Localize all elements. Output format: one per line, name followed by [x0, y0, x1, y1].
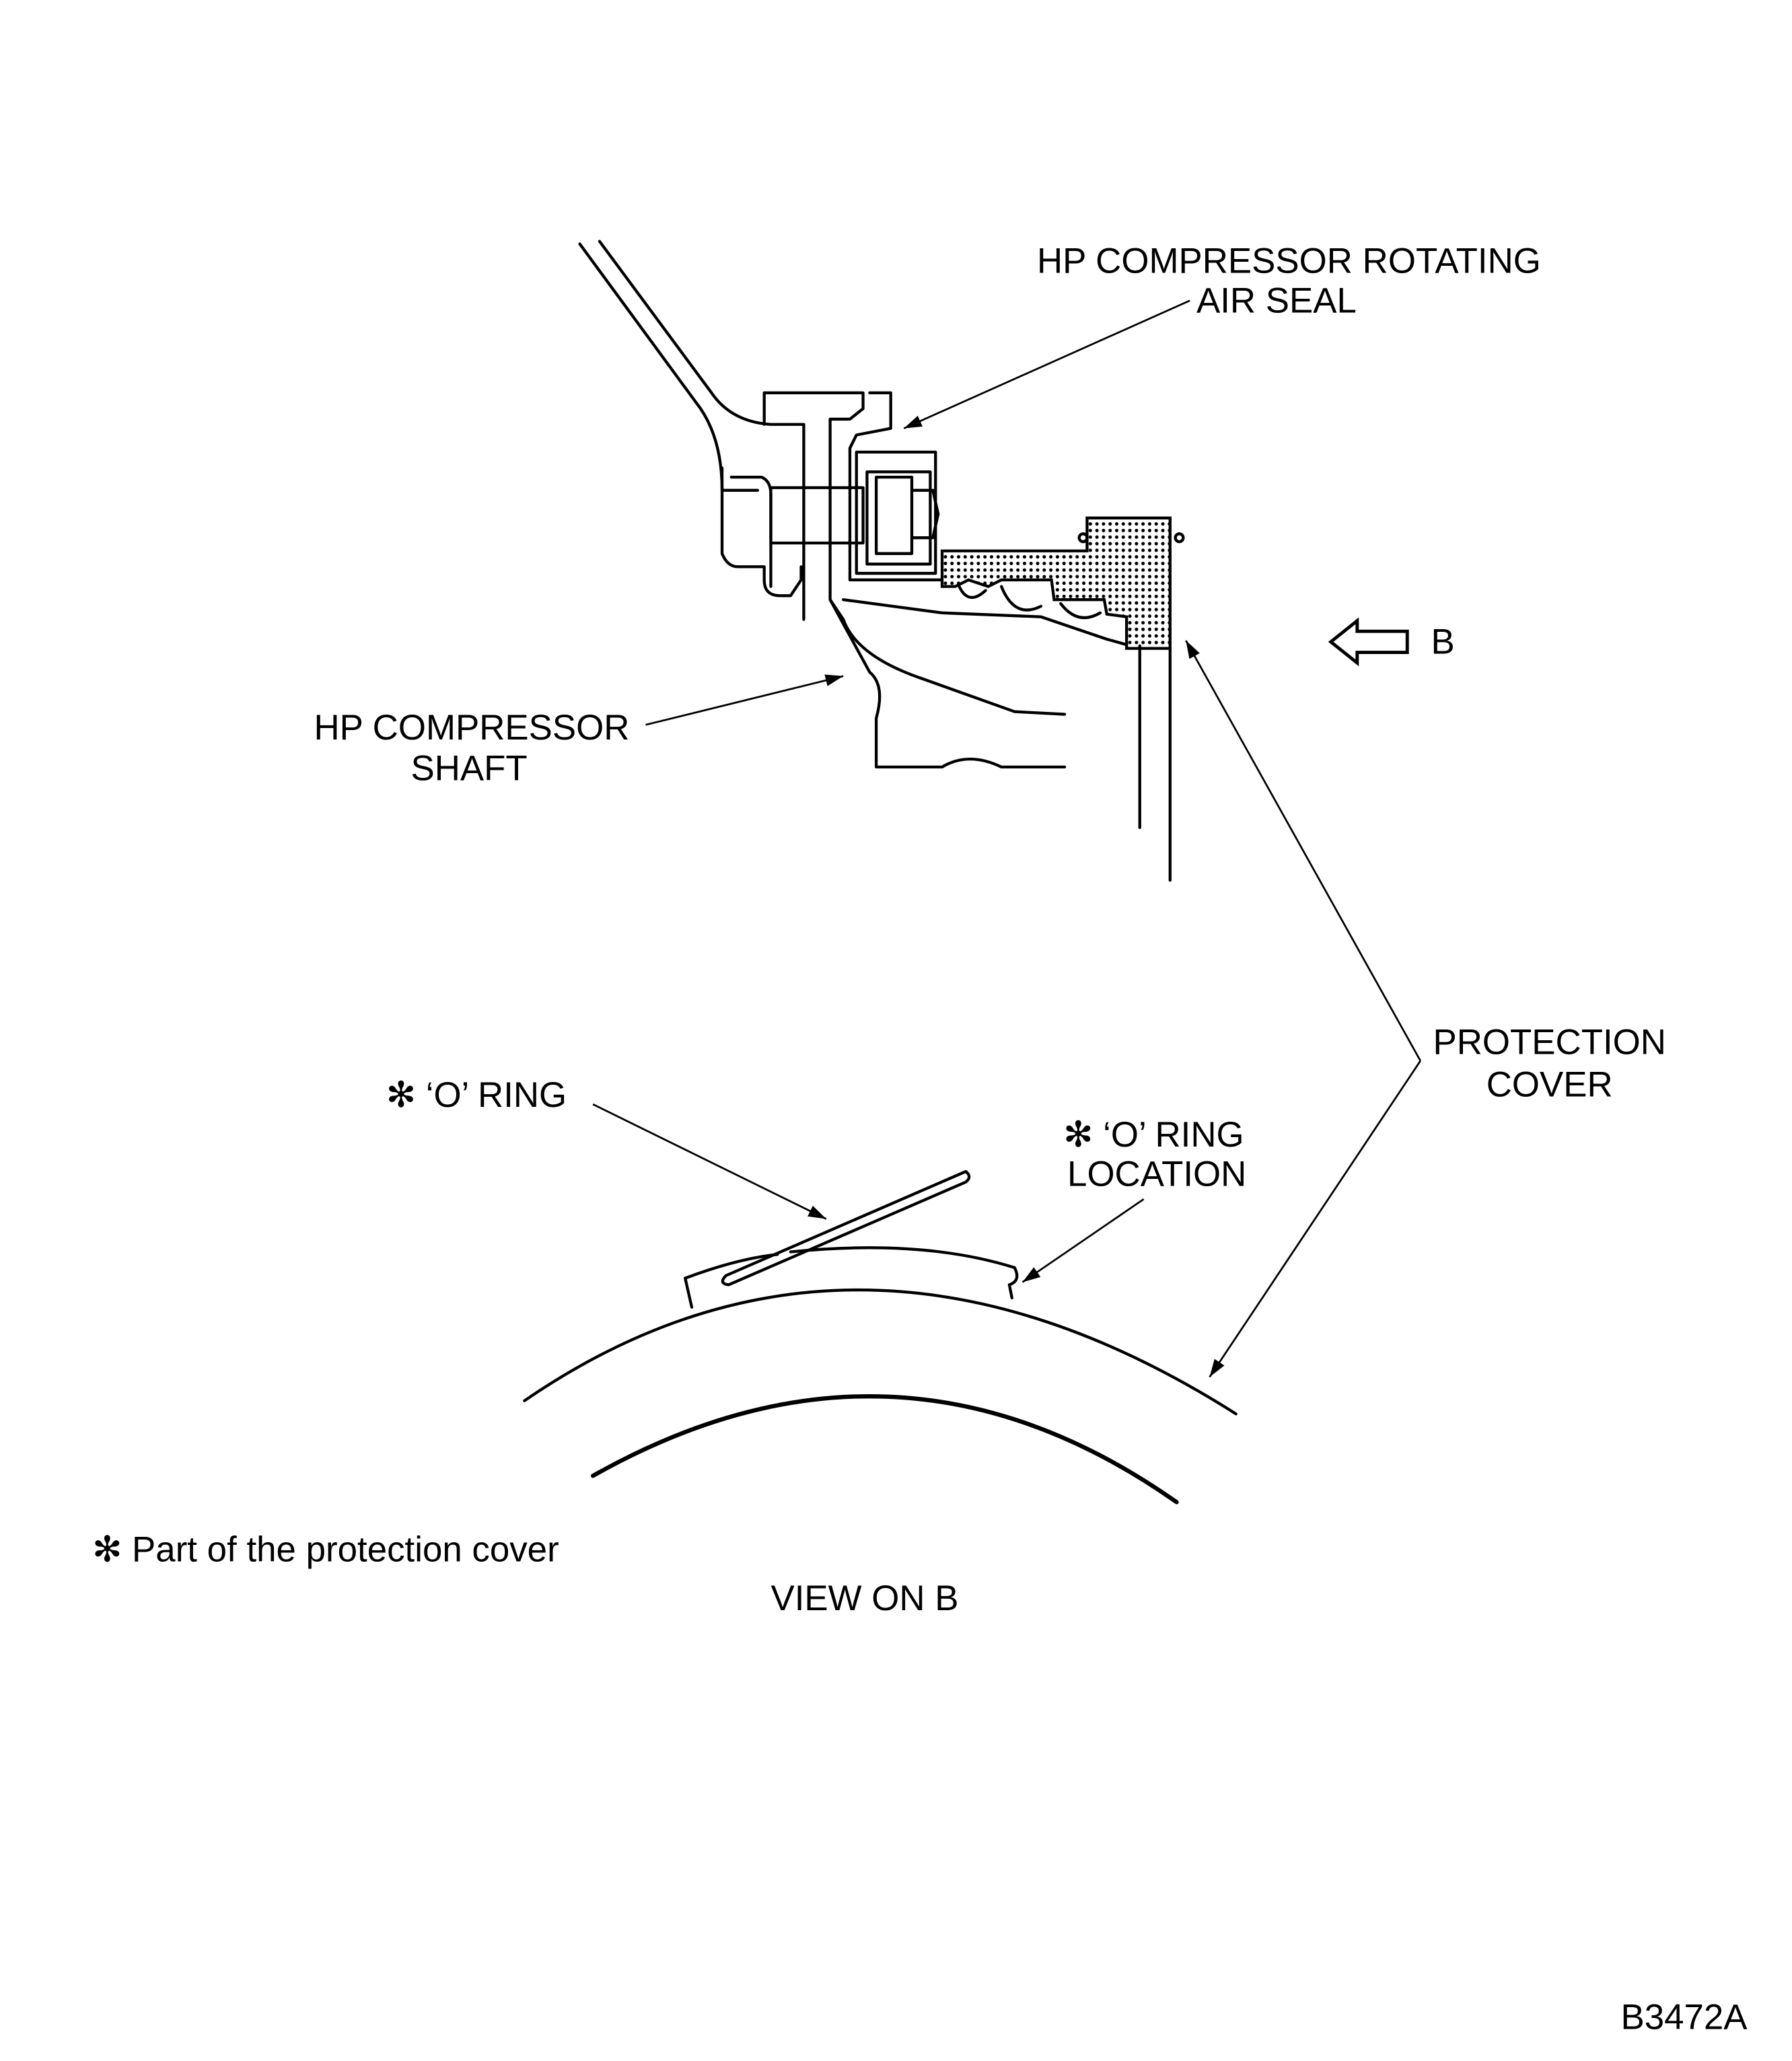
protection-cover-label-line1: PROTECTION: [1433, 1023, 1666, 1062]
air-seal-label-line1: HP COMPRESSOR ROTATING: [1037, 242, 1541, 281]
o-ring-location-label-line2: LOCATION: [1067, 1155, 1246, 1194]
o-ring-location-label-line1: ✻ ‘O’ RING: [1063, 1115, 1244, 1155]
air-seal-label-line2: AIR SEAL: [1196, 281, 1357, 320]
leader-lines: [592, 299, 1422, 1378]
view-arrow-label: B: [1431, 622, 1454, 661]
view-b-arrow-icon: [1328, 617, 1409, 667]
footnote: ✻ Part of the protection cover: [92, 1530, 559, 1570]
o-ring-label: ✻ ‘O’ RING: [386, 1075, 567, 1115]
figure-id: B3472A: [1620, 1998, 1748, 2037]
compressor-section-drawing: [578, 240, 1185, 882]
protection-cover-label-line2: COVER: [1486, 1064, 1613, 1104]
protection-cover-section: [940, 516, 1172, 650]
shaft-label-line1: HP COMPRESSOR: [314, 708, 630, 748]
view-on-b-drawing: [523, 1169, 1238, 1505]
view-title: VIEW ON B: [770, 1579, 958, 1618]
shaft-label-line2: SHAFT: [410, 748, 527, 788]
